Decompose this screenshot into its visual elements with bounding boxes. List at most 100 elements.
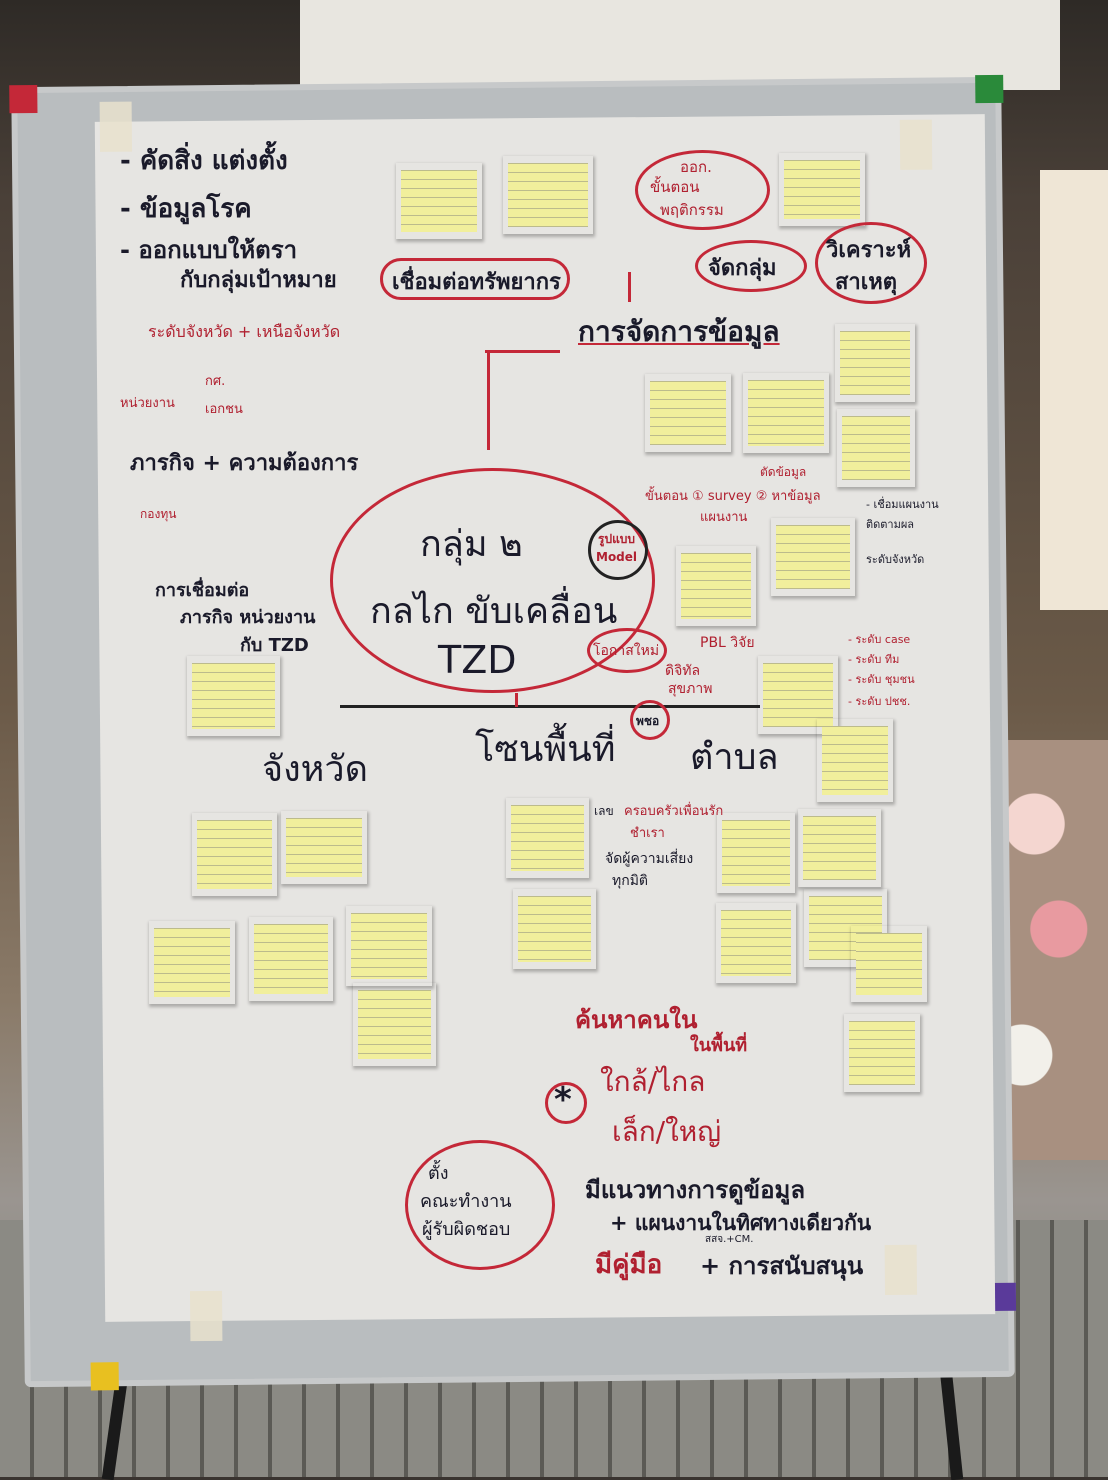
curtain (1040, 170, 1108, 610)
small-big: เล็ก/ใหญ่ (612, 1115, 722, 1148)
grouping-oval (695, 240, 807, 292)
digital-text: สุขภาพ (668, 681, 713, 697)
data-management: การจัดการข้อมูล (578, 315, 780, 348)
branch-province: จังหวัด (262, 749, 368, 790)
analysis: สาเหตุ (835, 270, 898, 295)
sticky-note (644, 373, 732, 453)
sticky-note (395, 162, 483, 240)
link-note: การเชื่อมต่อ (155, 580, 250, 601)
right-note: ติดตามผล (866, 518, 915, 531)
zone-note: ทุกมิติ (612, 873, 649, 889)
sticky-note (816, 718, 894, 803)
zone-note: ชำเรา (630, 826, 665, 841)
sticky-note (502, 155, 594, 235)
support-text: + การสนับสนุน (700, 1252, 864, 1280)
right-note: - ระดับ ปชช. (848, 695, 911, 708)
behavior-oval (635, 150, 770, 230)
sticky-note (352, 982, 437, 1067)
sticky-note (850, 925, 928, 1003)
model-text: รูปแบบ (598, 532, 636, 546)
agency-a: กศ. (205, 374, 226, 389)
connect-oval (380, 258, 570, 300)
center-title: TZD (438, 638, 517, 682)
data-note: ตัดข้อมูล (760, 465, 807, 479)
sticky-note (716, 812, 796, 894)
zone-note: ครอบครัวเพื่อนรัก (624, 804, 724, 819)
digital-text: ดิจิทัล (665, 663, 701, 679)
board-corner (9, 84, 38, 114)
top-circle-text: พฤติกรรม (660, 201, 724, 219)
manual-text: มีคู่มือ (595, 1250, 663, 1280)
branch-tambon: ตำบล (690, 737, 779, 778)
sticky-note (512, 888, 597, 970)
sticky-note (797, 808, 882, 888)
team-circle (405, 1140, 555, 1270)
tape (884, 1244, 918, 1296)
model-circle (588, 520, 648, 580)
asterisk-circle (545, 1082, 587, 1124)
tape (189, 1290, 223, 1342)
center-oval (330, 468, 655, 693)
fund-note: กองทุน (140, 507, 177, 521)
link-note: กับ TZD (240, 635, 309, 656)
opportunity-oval (587, 628, 667, 673)
agency-b: เอกชน (205, 402, 243, 417)
sticky-note (778, 152, 866, 227)
agency-label: หน่วยงาน (120, 396, 175, 411)
pbl-text: PBL วิจัย (700, 635, 755, 651)
center-title: กลุ่ม ๒ (420, 524, 523, 565)
asterisk-icon: * (554, 1080, 572, 1120)
board-corner (975, 74, 1004, 104)
sticky-note (280, 810, 368, 885)
guideline-text: มีแนวทางการดูข้อมูล (585, 1176, 806, 1204)
branch-line (515, 693, 518, 707)
connector-line (485, 350, 560, 353)
right-note: - ระดับ ทีม (848, 653, 900, 666)
left-list-item: กับกลุ่มเป้าหมาย (180, 268, 337, 293)
connector-line (487, 350, 490, 450)
sticky-note (770, 517, 856, 597)
analysis: วิเคราะห์ (826, 238, 912, 263)
model-text: Model (596, 550, 638, 564)
mission-text: ภารกิจ + ความต้องการ (130, 451, 359, 476)
search-text: ค้นหาคนใน (575, 1006, 698, 1034)
sticky-note (186, 655, 281, 737)
sticky-note (675, 545, 757, 627)
zone-note: จัดผู้ความเสี่ยง (605, 851, 694, 867)
right-note: - ระดับ case (848, 633, 911, 646)
team-text: ผู้รับผิดชอบ (422, 1219, 511, 1240)
sticky-note (505, 797, 590, 879)
analysis-oval (815, 222, 927, 304)
left-list-item: - ข้อมูลโรค (120, 194, 252, 224)
sticky-note (834, 323, 916, 403)
right-note: - ระดับ ชุมชน (848, 673, 915, 686)
top-circle-text: ออก. (680, 158, 712, 176)
center-title: กลไก ขับเคลื่อน (370, 591, 618, 632)
grouping: จัดกลุ่ม (708, 256, 777, 281)
branch-zone: โซนพื้นที่ (475, 729, 616, 770)
direction-text: + แผนงานในทิศทางเดียวกัน (610, 1211, 872, 1235)
sticky-note (248, 916, 334, 1002)
sticky-note (715, 902, 797, 984)
sticky-note (742, 372, 830, 454)
level-note: ระดับจังหวัด + เหนือจังหวัด (148, 322, 341, 341)
right-note: - เชื่อมแผนงาน (866, 498, 939, 511)
plan-text: แผนงาน (700, 510, 748, 525)
link-note: ภารกิจ หน่วยงาน (180, 607, 316, 628)
sticky-note (345, 905, 433, 987)
right-note: ระดับจังหวัด (866, 553, 925, 566)
zone-note: เลข (594, 804, 614, 818)
connect-resources: เชื่อมต่อทรัพยากร (392, 270, 561, 295)
sso-cm: สสจ.+CM. (705, 1234, 754, 1245)
sticky-note (757, 655, 839, 735)
steps-text: ขั้นตอน ① survey ② หาข้อมูล (645, 489, 821, 504)
pcho-circle (630, 700, 670, 740)
left-list-item: - ออกแบบให้ตรา (120, 236, 298, 264)
team-text: ตั้ง (428, 1163, 449, 1184)
sticky-note (836, 408, 916, 488)
left-list-item: - คัดสิ่ง แต่งตั้ง (120, 146, 288, 176)
search-text: ในพื้นที่ (690, 1035, 748, 1056)
projector-screen (300, 0, 1060, 90)
opportunity-text: โอกาสใหม่ (593, 643, 660, 659)
top-circle-text: ขั้นตอน (650, 178, 700, 196)
